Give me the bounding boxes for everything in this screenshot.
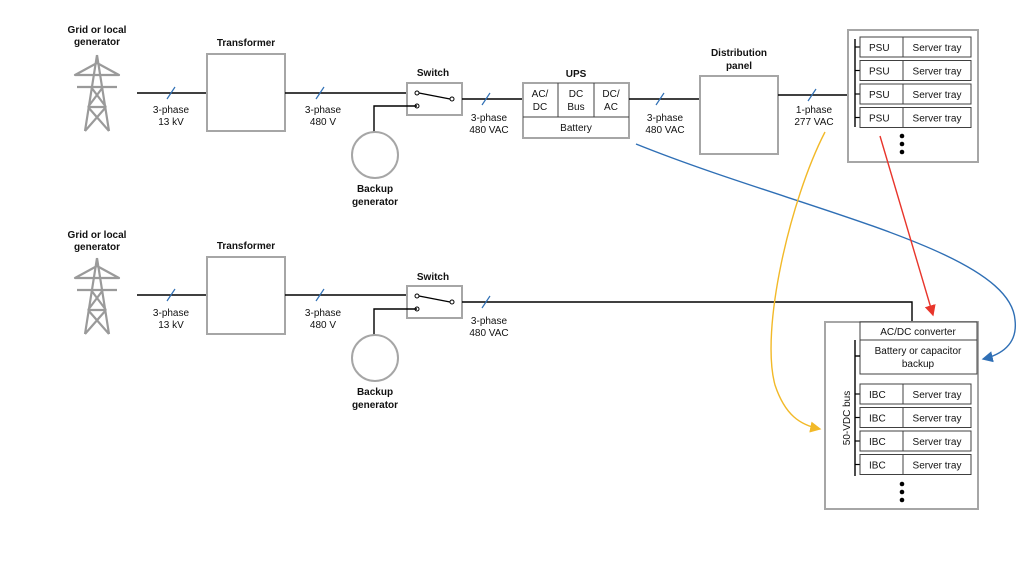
bottom-line1-a: 3-phase: [153, 308, 190, 319]
server-tray-label: Server tray: [913, 390, 962, 401]
server-tray-label: Server tray: [913, 461, 962, 472]
transmission-tower-icon: [73, 53, 121, 133]
ibc-row: IBC Server tray: [855, 430, 972, 452]
top-line3-a: 3-phase: [471, 113, 508, 124]
psu-label: PSU: [869, 90, 890, 101]
distribution-label-1: Distribution: [711, 48, 767, 59]
distribution-panel: [699, 75, 779, 155]
ups-cell-bus-2: Bus: [567, 102, 584, 113]
server-tray-cell: [902, 60, 972, 81]
server-tray-label: Server tray: [913, 90, 962, 101]
battery-label-1: Battery or capacitor: [875, 346, 962, 357]
blue-arrow: [635, 143, 1016, 363]
bottom-system: Grid or local generator 3-phase 13 kV Tr…: [68, 230, 979, 510]
ibc-label: IBC: [869, 461, 886, 472]
ups-cell-dcac-2: AC: [604, 102, 618, 113]
ibc-label: IBC: [869, 437, 886, 448]
server-tray-cell: [902, 454, 972, 475]
server-tray-label: Server tray: [913, 414, 962, 425]
top-line5-b: 277 VAC: [794, 117, 833, 128]
bottom-line1-b: 13 kV: [158, 320, 184, 331]
generator-icon: [351, 131, 399, 179]
bottom-backup-label-2: generator: [352, 400, 398, 411]
psu-label: PSU: [869, 114, 890, 125]
server-tray-cell: [902, 83, 972, 105]
bottom-transformer-label: Transformer: [217, 241, 275, 252]
battery-label-2: backup: [902, 359, 935, 370]
server-tray-label: Server tray: [913, 114, 962, 125]
bottom-line2-b: 480 V: [310, 320, 336, 331]
ibc-row: IBC Server tray: [855, 407, 972, 428]
top-backup-label-2: generator: [352, 197, 398, 208]
bottom-source-label-1: Grid or local: [68, 230, 127, 241]
bottom-line3-b: 480 VAC: [469, 328, 508, 339]
server-tray-label: Server tray: [913, 67, 962, 78]
ups-cell-acdc-2: DC: [533, 102, 547, 113]
top-line4-a: 3-phase: [647, 113, 684, 124]
bottom-line3-a: 3-phase: [471, 316, 508, 327]
transmission-tower-icon: [73, 256, 121, 336]
top-backup-label-1: Backup: [357, 184, 393, 195]
server-tray-cell: [902, 36, 972, 58]
top-system: Grid or local generator 3-phase 13 kV Tr…: [68, 25, 979, 208]
distribution-label-2: panel: [726, 61, 752, 72]
bottom-switch-label: Switch: [417, 272, 449, 283]
bottom-rack: AC/DC converter Battery or capacitor bac…: [824, 321, 979, 510]
ellipsis-icon: [899, 133, 905, 155]
top-transformer-label: Transformer: [217, 38, 275, 49]
server-tray-label: Server tray: [913, 43, 962, 54]
switch-icon: [406, 285, 463, 319]
ibc-label: IBC: [869, 414, 886, 425]
ibc-label: IBC: [869, 390, 886, 401]
top-switch-label: Switch: [417, 68, 449, 79]
top-line1-b: 13 kV: [158, 117, 184, 128]
ups-block: AC/ DC DC Bus DC/ AC Battery: [522, 82, 630, 139]
server-tray-cell: [902, 383, 972, 405]
bottom-transformer: [206, 256, 286, 335]
top-source-label-1: Grid or local: [68, 25, 127, 36]
battery-capacitor-backup: [859, 339, 978, 375]
top-line2-a: 3-phase: [305, 105, 342, 116]
top-line1-a: 3-phase: [153, 105, 190, 116]
dc-bus-label: 50-VDC bus: [842, 391, 853, 445]
ups-cell-bus-1: DC: [569, 89, 583, 100]
ups-cell-dcac-1: DC/: [602, 89, 619, 100]
ups-label: UPS: [566, 69, 587, 80]
ellipsis-icon: [899, 481, 905, 503]
bottom-backup-label-1: Backup: [357, 387, 393, 398]
server-tray-label: Server tray: [913, 437, 962, 448]
yellow-arrow: [770, 131, 826, 433]
ibc-row: IBC Server tray: [855, 383, 972, 405]
bottom-line2-a: 3-phase: [305, 308, 342, 319]
ibc-row: IBC Server tray: [855, 454, 972, 475]
psu-row: PSU Server tray: [855, 83, 972, 105]
server-tray-cell: [902, 430, 972, 452]
top-line4-b: 480 VAC: [645, 125, 684, 136]
top-line3-b: 480 VAC: [469, 125, 508, 136]
top-transformer: [206, 53, 286, 132]
psu-label: PSU: [869, 43, 890, 54]
server-tray-cell: [902, 107, 972, 128]
top-line2-b: 480 V: [310, 117, 336, 128]
psu-row: PSU Server tray: [855, 36, 972, 58]
psu-label: PSU: [869, 67, 890, 78]
red-arrow: [879, 135, 936, 317]
ups-battery-label: Battery: [560, 123, 592, 134]
acdc-converter-label: AC/DC converter: [880, 327, 956, 338]
top-line5-a: 1-phase: [796, 105, 833, 116]
generator-icon: [351, 334, 399, 382]
switch-icon: [406, 82, 463, 116]
top-source-label-2: generator: [74, 37, 120, 48]
psu-row: PSU Server tray: [855, 107, 972, 128]
bottom-source-label-2: generator: [74, 242, 120, 253]
server-tray-cell: [902, 407, 972, 428]
ups-cell-acdc-1: AC/: [532, 89, 549, 100]
psu-row: PSU Server tray: [855, 60, 972, 81]
